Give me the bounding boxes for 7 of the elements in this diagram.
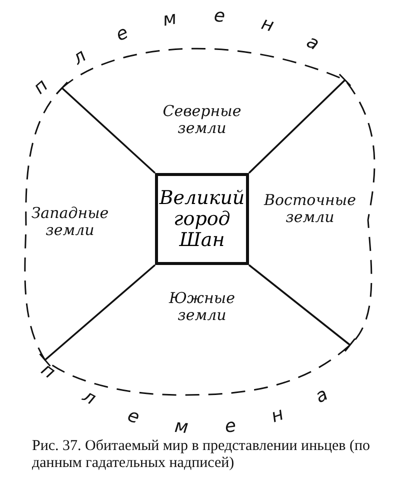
- region-label: Западные земли: [30, 205, 110, 239]
- city-name: Великий город Шан: [158, 188, 246, 250]
- region-label: Восточные земли: [262, 192, 357, 226]
- figure-caption: Рис. 37. Обитаемый мир в представлении иньцев (по данным гадательных надписей): [32, 438, 371, 472]
- city-box: [155, 173, 249, 265]
- region-label: Южные земли: [168, 290, 236, 324]
- region-label: Северные земли: [162, 103, 242, 137]
